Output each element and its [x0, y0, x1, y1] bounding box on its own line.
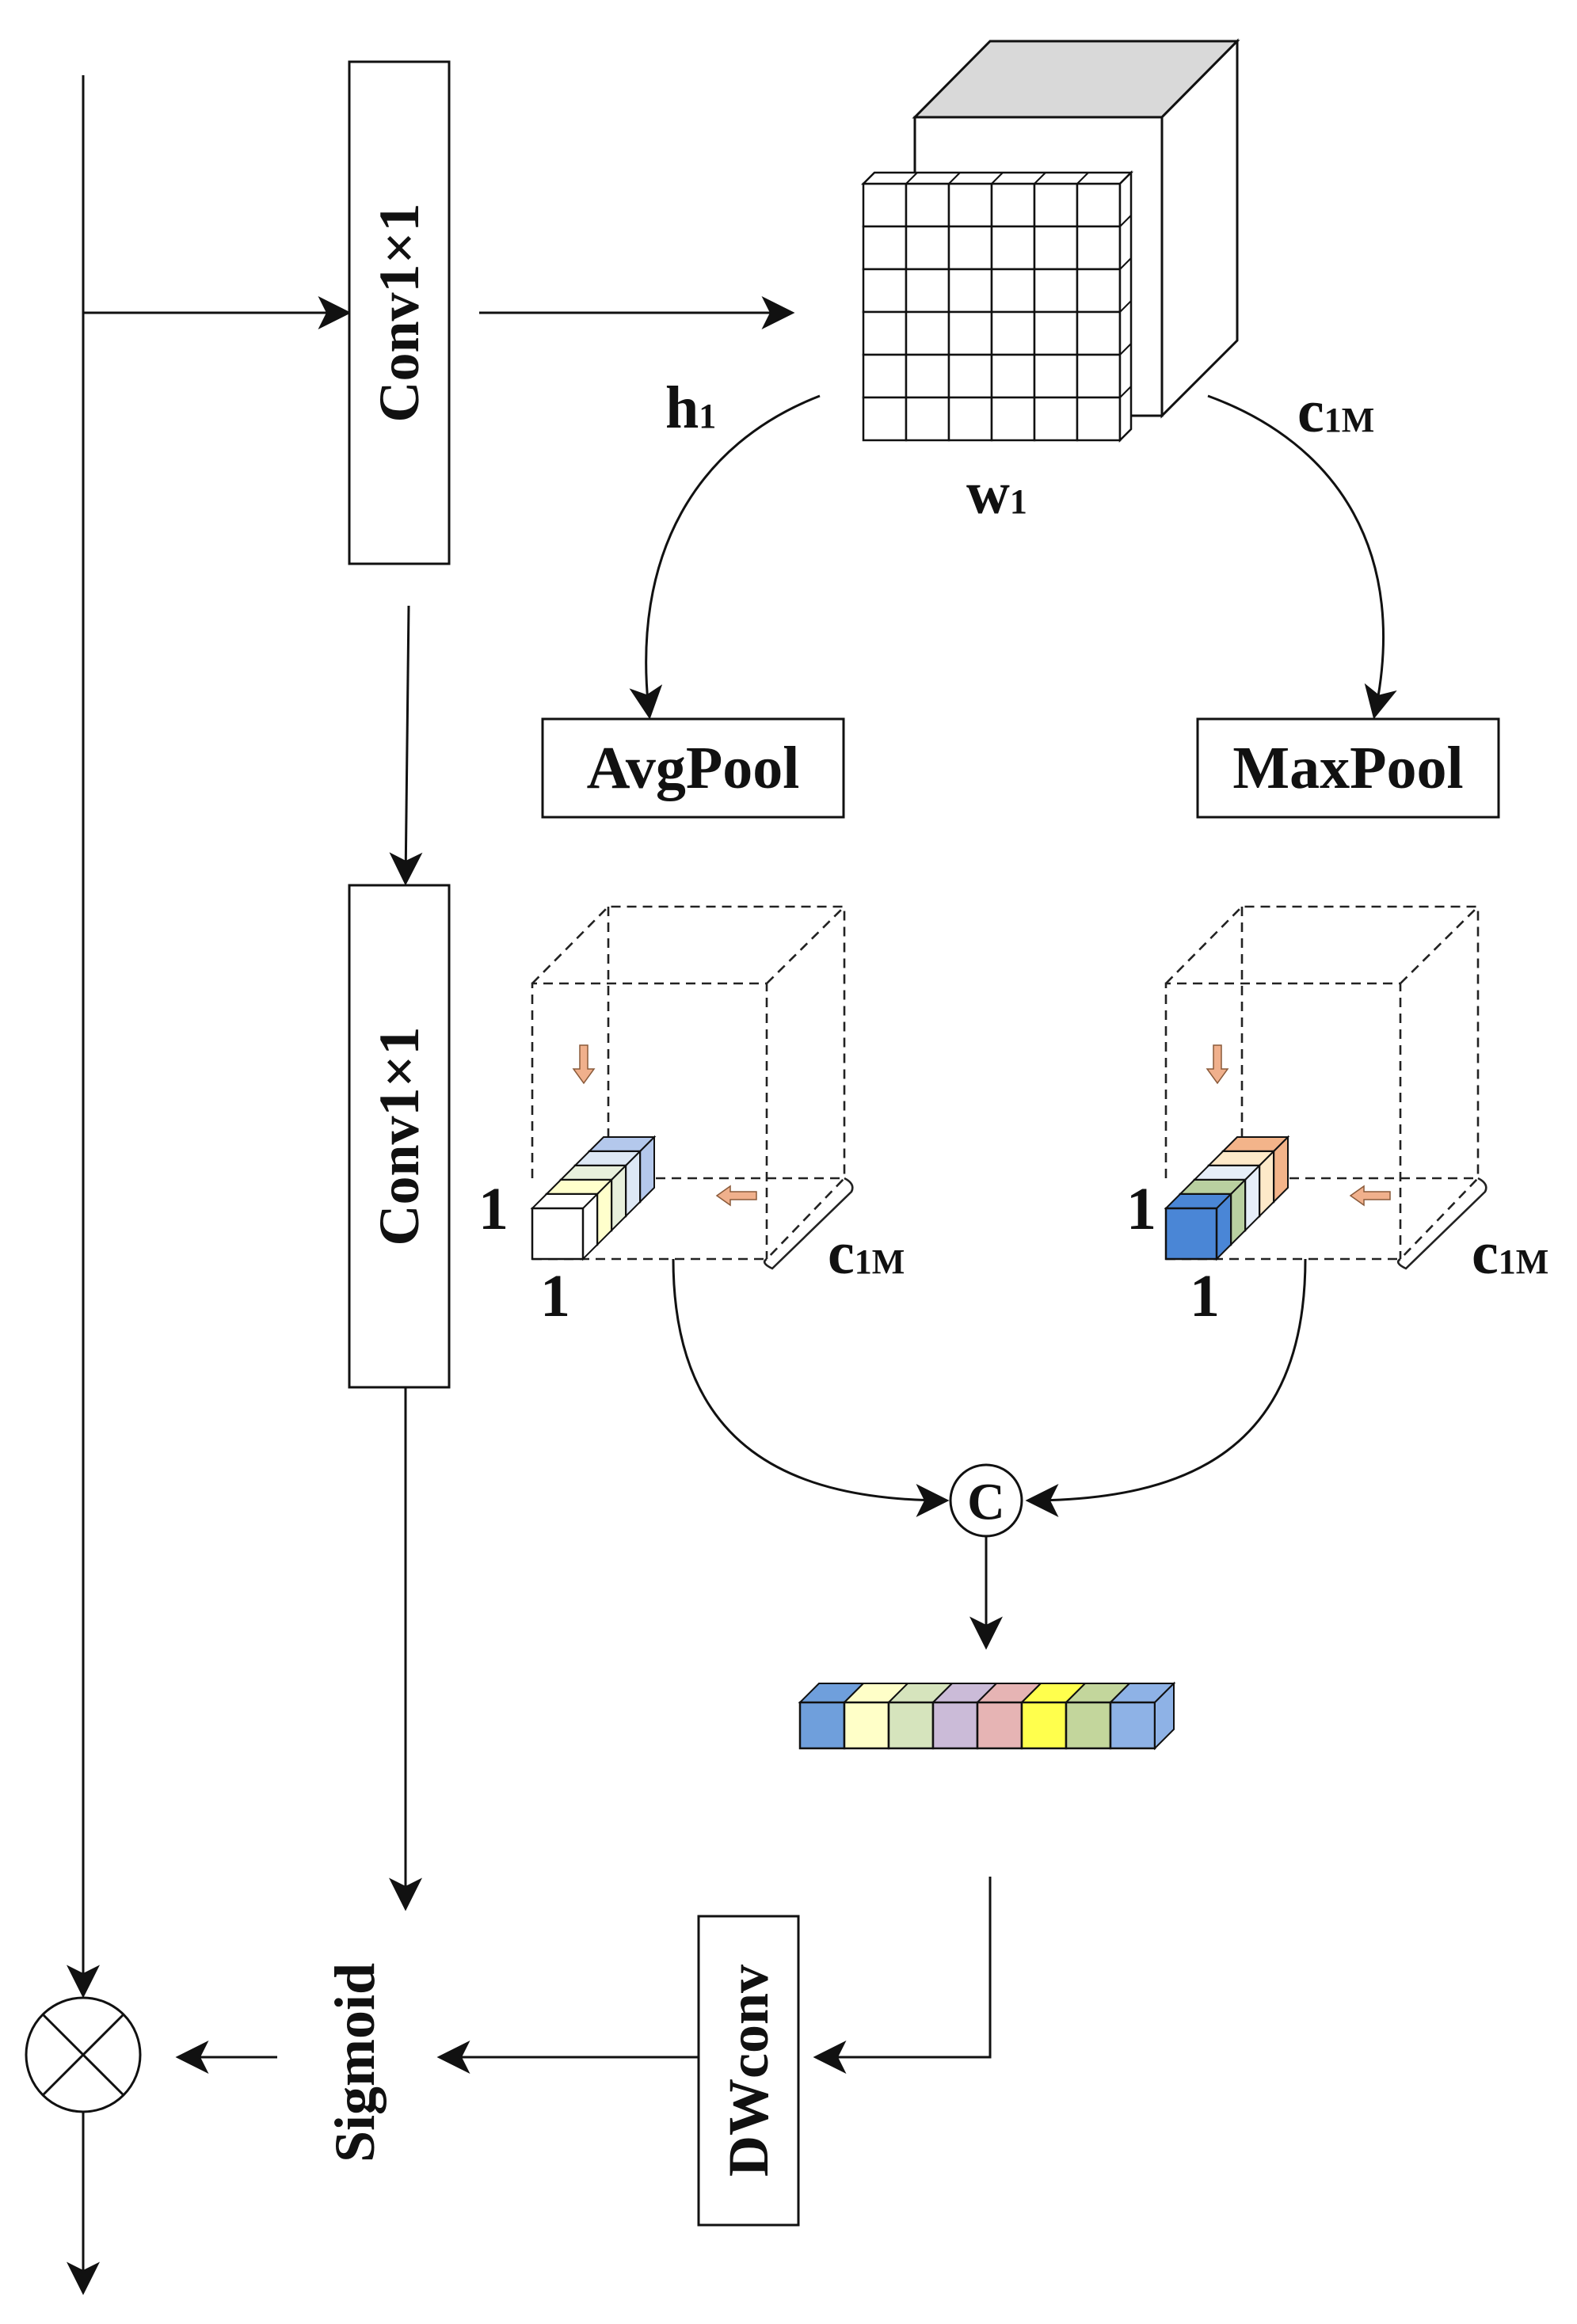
feature-map-grid: [860, 169, 1134, 443]
grid-cell: [905, 268, 950, 314]
grid-cell: [990, 182, 1036, 228]
grid-top-edge: [948, 172, 961, 184]
avg-hint-arrow-down: [572, 1044, 596, 1085]
concatenated-vector: [798, 1681, 1176, 1751]
max-channel-strip: [1164, 1135, 1290, 1261]
dwconv-block: DWconv: [697, 1915, 800, 2227]
grid-cell: [990, 396, 1036, 442]
conv-top-block: Conv1×1: [348, 60, 451, 565]
max-hint-arrow-down: [1206, 1044, 1229, 1085]
grid-cell: [947, 396, 993, 442]
grid-top-edge: [905, 172, 918, 184]
grid-cell: [862, 225, 908, 271]
max-pooled-cube: [1164, 905, 1487, 1270]
grid-cell: [1076, 225, 1122, 271]
arrow-avg-to-concat: [672, 1258, 950, 1517]
sigmoid-label: Sigmoid: [323, 1963, 387, 2162]
grid-side-edge: [1119, 300, 1132, 313]
grid-cell: [1076, 353, 1122, 399]
arrow-max-to-concat: [1025, 1258, 1307, 1517]
grid-top-edge: [1076, 172, 1089, 184]
avg-channel-strip: [530, 1135, 657, 1261]
vector-cell: [887, 1701, 935, 1750]
dim-one-avg-bottom: 1: [540, 1263, 570, 1329]
arrow-vector-to-dwconv: [813, 1877, 992, 2074]
grid-cell: [947, 353, 993, 399]
grid-cell: [1033, 182, 1079, 228]
avgpool-block: AvgPool: [541, 717, 845, 819]
grid-cell: [1076, 310, 1122, 356]
grid-cell: [990, 310, 1036, 356]
skip-connection: [67, 75, 352, 1999]
arrow-to-maxpool: [1207, 394, 1397, 720]
grid-cell: [1076, 268, 1122, 314]
grid-top-edge: [1034, 172, 1046, 184]
grid-cell: [990, 353, 1036, 399]
conv-top-label: Conv1×1: [368, 203, 431, 422]
dim-c-top-label: c1M: [1297, 378, 1374, 445]
grid-cell: [905, 396, 950, 442]
dim-one-avg-side: 1: [478, 1176, 509, 1242]
arrow-to-avgpool: [629, 394, 821, 720]
conv-mid-block: Conv1×1: [348, 884, 451, 1389]
maxpool-block: MaxPool: [1196, 717, 1500, 819]
grid-cell: [862, 353, 908, 399]
dim-one-max-bottom: 1: [1190, 1263, 1220, 1329]
grid-cell: [990, 268, 1036, 314]
avgpool-label: AvgPool: [587, 735, 800, 801]
grid-cell: [862, 182, 908, 228]
vector-cell: [798, 1701, 846, 1750]
strip-slice: [1164, 1207, 1218, 1261]
vector-cell: [1020, 1701, 1068, 1750]
dim-c-avg-label: c1M: [828, 1220, 905, 1287]
strip-slice: [531, 1207, 585, 1261]
grid-cell: [947, 268, 993, 314]
grid-cell: [1076, 396, 1122, 442]
grid-cell: [862, 310, 908, 356]
grid-cell: [1033, 268, 1079, 314]
feature-map-3d: [860, 38, 1240, 443]
grid-cell: [947, 310, 993, 356]
concat-node: C: [949, 1463, 1023, 1538]
grid-side-edge: [1119, 386, 1132, 398]
grid-cell: [905, 353, 950, 399]
vector-cell: [976, 1701, 1023, 1750]
dim-h-label: h1: [665, 375, 716, 441]
grid-cell: [862, 396, 908, 442]
grid-side-edge: [1119, 257, 1132, 270]
dim-w-label: w1: [966, 460, 1027, 527]
grid-cell: [1033, 353, 1079, 399]
vector-cell: [931, 1701, 979, 1750]
grid-side-edge: [1119, 343, 1132, 356]
grid-cell: [1033, 225, 1079, 271]
arrow-conv-to-conv: [389, 605, 423, 886]
avg-hint-arrow-left: [715, 1185, 757, 1207]
concat-label: C: [967, 1474, 1005, 1531]
grid-top-edge: [991, 172, 1004, 184]
grid-cell: [905, 182, 950, 228]
grid-side-edge: [1119, 215, 1132, 227]
grid-cell: [905, 225, 950, 271]
dwconv-label: DWconv: [717, 1965, 780, 2177]
dim-c-max-label: c1M: [1472, 1220, 1548, 1287]
grid-cell: [947, 225, 993, 271]
grid-cell: [1033, 310, 1079, 356]
grid-cell: [1033, 396, 1079, 442]
grid-cell: [905, 310, 950, 356]
grid-cell: [862, 268, 908, 314]
vector-cell: [843, 1701, 890, 1750]
vector-cell: [1065, 1701, 1112, 1750]
multiply-node: [25, 1996, 142, 2113]
avg-pooled-cube: [530, 905, 854, 1270]
conv-mid-label: Conv1×1: [368, 1026, 431, 1246]
grid-cell: [990, 225, 1036, 271]
grid-cell: [1076, 182, 1122, 228]
vector-cell: [1109, 1701, 1156, 1750]
dim-one-max-side: 1: [1126, 1176, 1156, 1242]
vector-end-face: [1154, 1681, 1175, 1751]
max-hint-arrow-left: [1349, 1185, 1391, 1207]
grid-cell: [947, 182, 993, 228]
maxpool-label: MaxPool: [1232, 735, 1463, 801]
